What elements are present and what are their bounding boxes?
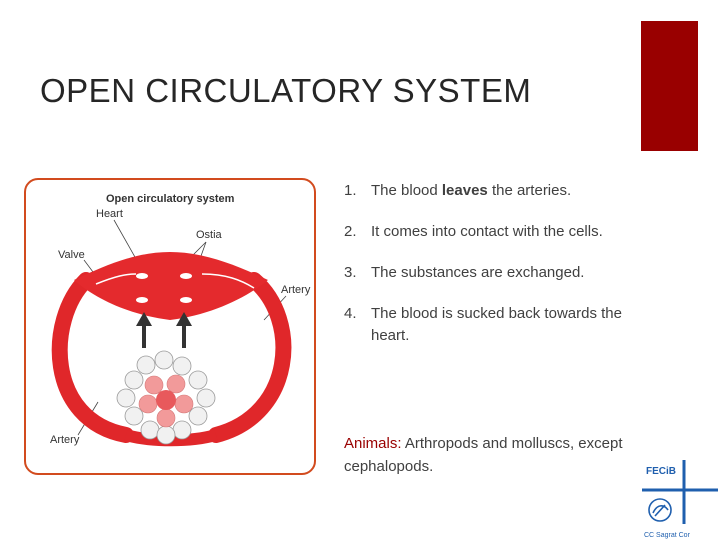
label-valve: Valve: [58, 249, 85, 261]
cell-cluster: [116, 350, 216, 445]
step-number: 1.: [344, 182, 357, 199]
step-text: The blood is sucked back towards the hea…: [371, 305, 622, 344]
vessel-ring: [51, 272, 292, 443]
step-number: 4.: [344, 305, 357, 322]
animals-note: Animals: Arthropods and molluscs, except…: [344, 432, 634, 478]
step-2: 2. It comes into contact with the cells.: [344, 221, 624, 243]
heart-shape: [74, 252, 268, 320]
step-text: The blood leaves the arteries.: [371, 182, 572, 199]
diagram-caption: Open circulatory system: [106, 193, 235, 205]
step-text: It comes into contact with the cells.: [371, 223, 603, 240]
logo-name: FECiB: [646, 466, 676, 477]
step-4: 4. The blood is sucked back towards the …: [344, 303, 624, 347]
label-ostia: Ostia: [196, 229, 223, 241]
animals-label: Animals:: [344, 435, 402, 452]
circulatory-diagram: Open circulatory system Heart Ostia Valv…: [24, 178, 316, 475]
label-artery-left: Artery: [50, 434, 80, 446]
step-number: 3.: [344, 264, 357, 281]
label-artery-right: Artery: [281, 284, 311, 296]
slide-title: OPEN CIRCULATORY SYSTEM: [40, 72, 532, 109]
fecib-logo: FECiB CC Sagrat Cor: [642, 460, 718, 539]
step-3: 3. The substances are exchanged.: [344, 262, 624, 284]
accent-bar: [641, 21, 698, 151]
animals-text: Arthropods and molluscs, except cephalop…: [344, 435, 623, 475]
step-text: The substances are exchanged.: [371, 264, 585, 281]
steps-list: 1. The blood leaves the arteries. 2. It …: [344, 180, 624, 366]
label-heart: Heart: [96, 208, 123, 220]
logo-school: CC Sagrat Cor: [644, 532, 691, 539]
step-number: 2.: [344, 223, 357, 240]
step-1: 1. The blood leaves the arteries.: [344, 180, 624, 202]
